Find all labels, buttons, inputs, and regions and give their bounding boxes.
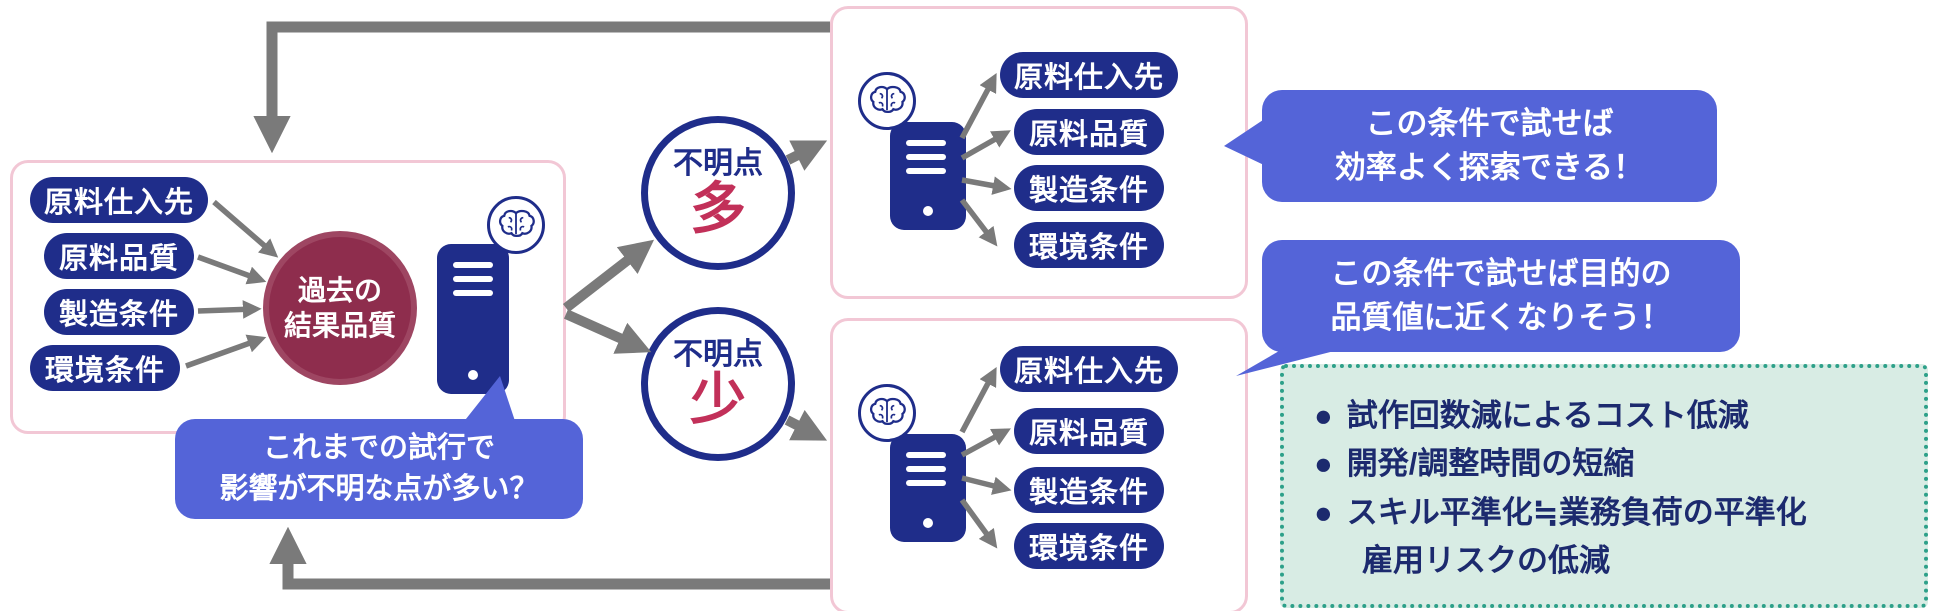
- factor-pill: 製造条件: [1014, 165, 1164, 211]
- computer-tower-icon: [437, 244, 509, 394]
- benefit-text: スキル平準化≒業務負荷の平準化: [1346, 494, 1807, 530]
- explore-bubble-line2: 効率よく探索できる！: [1334, 150, 1645, 185]
- benefit-continuation: 雇用リスクの低減: [1362, 543, 1610, 579]
- ai-computer-icon: [858, 384, 966, 542]
- question-bubble-line2: 影響が不明な点が多い？: [219, 473, 539, 505]
- explore-bubble: この条件で試せば 効率よく探索できる！: [1262, 90, 1717, 202]
- past-quality-line2: 結果品質: [283, 310, 396, 341]
- benefit-item: ● 試作回数減によるコスト低減: [1314, 392, 1894, 440]
- tower-stripe: [906, 168, 946, 174]
- past-quality-circle: 過去の 結果品質: [263, 231, 417, 385]
- branch-to-many-arrow: [562, 239, 655, 312]
- ai-computer-icon: [437, 196, 545, 394]
- tower-stripe: [906, 466, 946, 472]
- factor-pill: 原料仕入先: [1000, 52, 1178, 98]
- computer-tower-icon: [890, 122, 966, 230]
- few-to-optimize-arrow: [784, 409, 828, 441]
- ai-computer-icon: [858, 72, 966, 230]
- factor-pill: 製造条件: [44, 289, 194, 335]
- brain-icon: [858, 384, 916, 442]
- bullet-icon: ●: [1314, 446, 1333, 482]
- factor-pill: 製造条件: [1014, 467, 1164, 513]
- feedback-bottom-arrow: [269, 526, 830, 590]
- branch-many-circle: 不明点 多: [641, 116, 795, 270]
- factor-pill: 原料品質: [44, 233, 194, 279]
- computer-tower-icon: [890, 434, 966, 542]
- explore-bubble-line1: この条件で試せば: [1365, 105, 1614, 141]
- benefit-item: ● 開発/調整時間の短縮: [1314, 440, 1894, 488]
- optimize-bubble: この条件で試せば目的の 品質値に近くなりそう！: [1262, 240, 1740, 352]
- tower-power-dot: [468, 370, 478, 380]
- factor-pill: 原料品質: [1014, 408, 1164, 454]
- tower-stripe: [906, 480, 946, 486]
- question-bubble-line1: これまでの試行で: [262, 432, 495, 465]
- tower-stripe: [906, 452, 946, 458]
- branch-many-label: 不明点: [673, 147, 763, 181]
- optimize-bubble-line1: この条件で試せば目的の: [1330, 255, 1672, 291]
- past-quality-line1: 過去の: [297, 275, 382, 306]
- bullet-icon: ●: [1314, 494, 1333, 530]
- benefit-item: ● スキル平準化≒業務負荷の平準化: [1314, 489, 1894, 537]
- branch-few-label: 不明点: [673, 338, 763, 372]
- question-bubble: これまでの試行で 影響が不明な点が多い？: [175, 419, 583, 519]
- factor-pill: 原料仕入先: [30, 177, 208, 223]
- factor-pill: 原料仕入先: [1000, 346, 1178, 392]
- tower-power-dot: [923, 518, 933, 528]
- tower-stripe: [906, 154, 946, 160]
- benefits-panel: ● 試作回数減によるコスト低減 ● 開発/調整時間の短縮 ● スキル平準化≒業務…: [1280, 364, 1928, 608]
- optimize-bubble-line2: 品質値に近くなりそう！: [1330, 300, 1672, 335]
- tower-stripe: [453, 262, 493, 268]
- factor-pill: 原料品質: [1014, 109, 1164, 155]
- benefit-text: 試作回数減によるコスト低減: [1346, 398, 1749, 433]
- branch-few-value: 少: [690, 368, 746, 432]
- tower-stripe: [906, 140, 946, 146]
- tower-stripe: [453, 276, 493, 282]
- factor-pill: 環境条件: [1014, 222, 1164, 268]
- many-to-explore-arrow: [785, 140, 828, 171]
- factor-pill: 環境条件: [30, 345, 180, 391]
- factor-pill: 環境条件: [1014, 523, 1164, 569]
- branch-many-value: 多: [690, 177, 746, 241]
- benefit-text: 開発/調整時間の短縮: [1346, 446, 1635, 482]
- branch-to-few-arrow: [563, 309, 652, 354]
- tower-stripe: [453, 290, 493, 296]
- brain-icon: [858, 72, 916, 130]
- bullet-icon: ●: [1314, 398, 1333, 433]
- tower-power-dot: [923, 206, 933, 216]
- branch-few-circle: 不明点 少: [641, 307, 795, 461]
- brain-icon: [487, 196, 545, 254]
